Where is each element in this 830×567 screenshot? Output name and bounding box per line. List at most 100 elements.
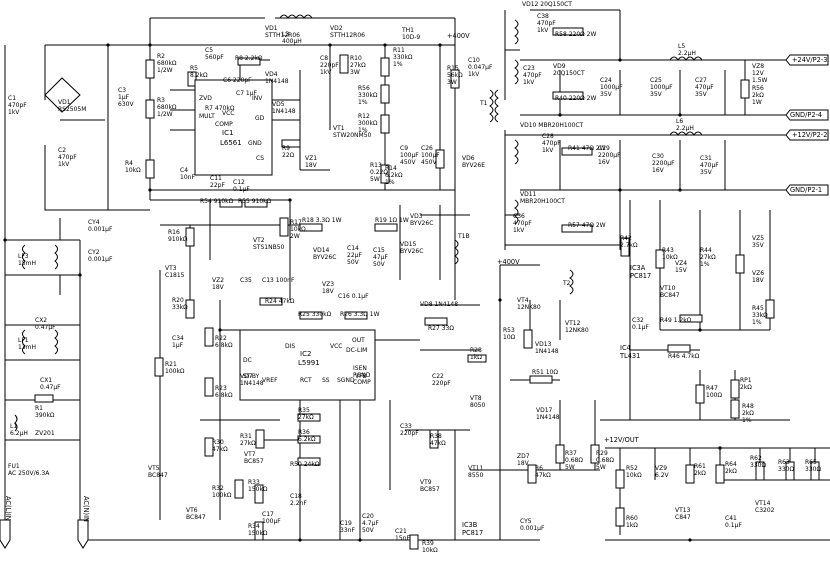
label-r5-line-1: 8.2kΩ xyxy=(190,72,208,79)
label-c7: C7 1μF xyxy=(236,90,258,97)
label-r39-line-0: R39 xyxy=(422,540,434,547)
label-t2-line-0: T2 xyxy=(562,280,571,287)
label-c34-line-1: 1μF xyxy=(172,342,184,349)
label-r44-line-2: 1% xyxy=(700,261,710,268)
label-vd9-line-0: VD9 xyxy=(553,63,566,70)
label-zd7-line-1: 18V xyxy=(517,460,530,467)
label-c15-line-2: 50V xyxy=(373,261,386,268)
label-r57-line-0: R57 47Ω 2W xyxy=(568,222,606,229)
label-vd1b-line-0: VD1 xyxy=(58,99,71,106)
ic2-pin-out: OUT xyxy=(352,337,365,344)
label-r37-line-0: R37 xyxy=(565,450,577,457)
label-r13-line-0: R13 xyxy=(370,162,382,169)
label-r25: R25 330kΩ xyxy=(298,311,332,318)
ic4-part: TL431 xyxy=(619,352,640,360)
label-r31-line-1: 27kΩ xyxy=(240,440,256,447)
label-vt14-line-1: C3202 xyxy=(755,507,775,514)
label-r57: R57 47Ω 2W xyxy=(568,222,606,229)
label-c15-line-0: C15 xyxy=(373,247,385,254)
label-r48-line-1: 2kΩ xyxy=(742,410,754,417)
ic3b-ref: IC3B xyxy=(462,521,478,529)
label-r55: R55 910kΩ xyxy=(238,198,272,205)
label-vz5-line-0: VZ5 xyxy=(752,235,764,242)
label-cy5-line-0: CY5 xyxy=(520,518,532,525)
label-r10-line-0: R10 xyxy=(350,55,362,62)
label-r14-line-1: 6.2kΩ xyxy=(385,172,403,179)
label-vt4-line-1: 12NK80 xyxy=(517,304,541,311)
label-c26-line-1: 100μF xyxy=(421,152,440,159)
label-c12-line-0: C12 xyxy=(233,179,245,186)
label-r18-line-0: R18 3.3Ω 1W xyxy=(302,217,342,224)
label-t1-line-0: T1 xyxy=(479,100,488,107)
label-r56b-line-0: R56 xyxy=(752,85,764,92)
label-r8: R8 2.2kΩ xyxy=(235,55,263,62)
label-r44-line-0: R44 xyxy=(700,247,712,254)
label-c22-line-0: C22 xyxy=(432,373,444,380)
label-vd6-line-0: VD6 xyxy=(462,155,475,162)
label-r48-line-2: 1% xyxy=(742,417,752,424)
label-r61-line-1: 2kΩ xyxy=(694,470,706,477)
label-vz6-line-1: 18V xyxy=(752,277,765,284)
label-c3-line-0: C3 xyxy=(118,87,126,94)
label-r19: R19 1Ω 1W xyxy=(375,217,409,224)
label-r9-line-1: 22Ω xyxy=(282,152,295,159)
label-vt9-line-1: BC857 xyxy=(420,486,440,493)
label-r63-line-0: R63 xyxy=(778,459,790,466)
label-r12-line-1: 300kΩ xyxy=(358,120,378,127)
ic3a-ref: IC3A xyxy=(630,264,646,272)
label-vd10-line-0: VD10 MBR20H100CT xyxy=(520,122,584,129)
label-t1b: T1B xyxy=(457,233,470,240)
label-cx1-line-1: 0.47μF xyxy=(40,384,61,391)
ic2-pin-vcc: VCC xyxy=(330,343,342,350)
label-vd11-line-1: MBR20H100CT xyxy=(520,198,565,205)
label-c21-line-0: C21 xyxy=(395,528,407,535)
label-c17-line-0: C17 xyxy=(262,511,274,518)
label-r53-line-1: 10Ω xyxy=(503,334,516,341)
label-c29-line-2: 16V xyxy=(598,159,611,166)
label-cy4-line-0: CY4 xyxy=(88,219,100,226)
label-c19-line-0: C19 xyxy=(340,520,352,527)
label-vd7-line-1: 1N4148 xyxy=(240,380,264,387)
label-vz1-line-0: VZ1 xyxy=(305,155,317,162)
label-c6-line-0: C6 220pF xyxy=(223,77,252,84)
label-r13-line-1: 0.22Ω xyxy=(370,169,388,176)
label-r6-line-0: R6 xyxy=(535,465,543,472)
label-c17-line-1: 100μF xyxy=(262,518,281,525)
label-r15-line-2: 3W xyxy=(447,79,457,86)
label-r39-line-1: 10kΩ xyxy=(422,547,438,554)
label-r2-line-2: 1/2W xyxy=(157,67,173,74)
label-zv201: ZV201 xyxy=(35,430,55,437)
label-r11-line-0: R11 xyxy=(393,47,405,54)
label-c35: C35 xyxy=(240,277,252,284)
terminal-acn xyxy=(77,519,89,549)
label-r7-line-0: R7 470kΩ xyxy=(205,105,235,112)
label-vd17-line-1: 1N4148 xyxy=(536,414,560,421)
label-r32-line-0: R32 xyxy=(212,485,224,492)
output-p12out-label: +12V/OUT xyxy=(604,436,640,444)
label-r29-line-1: 0.68Ω xyxy=(596,457,614,464)
label-t2: T2 xyxy=(562,280,571,287)
label-vd13-line-0: VD13 xyxy=(535,341,552,348)
label-vt2-line-0: VT2 xyxy=(253,237,265,244)
terminal-gnd24 xyxy=(785,109,829,121)
